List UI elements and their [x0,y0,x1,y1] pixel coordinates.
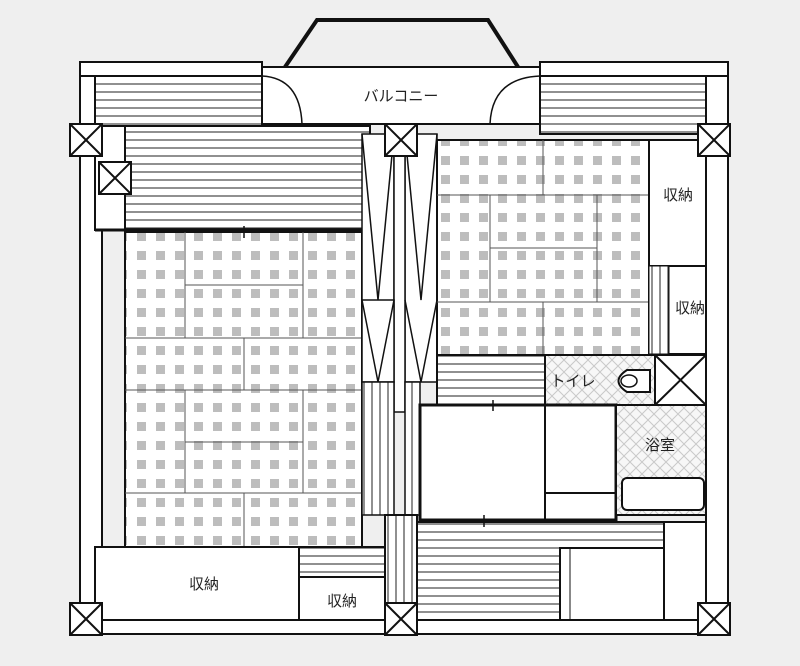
storage-label: 収納 [663,186,693,204]
storage-label: 収納 [189,575,219,593]
pillar-x-icon [384,602,418,636]
pillar-x-icon [384,123,418,157]
pillars [69,123,731,636]
bathtub-icon [621,477,705,511]
pillar-x-icon [697,123,731,157]
toilet-room: トイレ [544,354,656,406]
engawa-top-right [539,75,707,135]
sliding-doors [361,133,438,516]
pillar-x-icon [69,602,103,636]
hallway [418,403,618,522]
pillar-x-icon [98,161,132,195]
balcony: バルコニー [261,18,541,125]
storage-label: 収納 [327,592,357,610]
storage-right-lower: 収納 [648,265,707,355]
engawa-bottom-right [416,521,707,621]
tatami-room-right [436,139,650,356]
pillar-x-icon [69,123,103,157]
pillar-x-icon [654,354,707,406]
corridor-hatch [436,354,546,406]
tick-marks [243,226,494,527]
storage-bottom-mid: 収納 [298,546,386,621]
bath-room: 浴室 [615,404,707,516]
bath-label: 浴室 [645,436,675,454]
storage-right-upper: 収納 [648,139,707,267]
storage-label: 収納 [675,299,705,317]
door-swing-icon [489,75,541,125]
toilet-label: トイレ [550,372,595,390]
toilet-icon [617,369,651,393]
balcony-label: バルコニー [364,87,439,105]
pillar-x-icon [697,602,731,636]
door-swing-icon [261,75,303,125]
tatami-room-left [124,231,363,548]
storage-bottom-left: 収納 [94,546,300,621]
